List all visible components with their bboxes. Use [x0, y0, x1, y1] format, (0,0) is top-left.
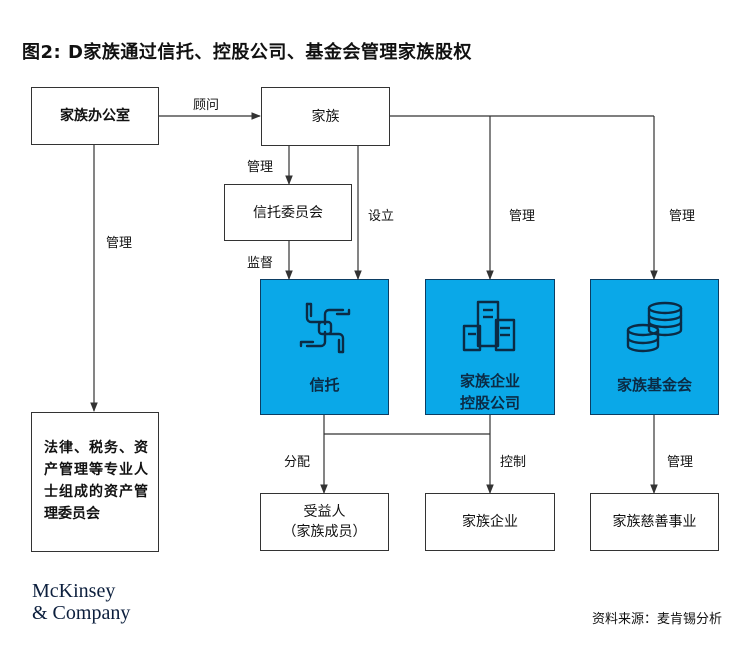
- node-beneficiary: 受益人 （家族成员）: [260, 493, 389, 551]
- node-family: 家族: [261, 87, 390, 146]
- node-trust: 信托: [260, 279, 389, 415]
- edge-label-supervise: 监督: [247, 256, 274, 271]
- node-holding-company: 家族企业 控股公司: [425, 279, 555, 415]
- edge-label-advise: 顾问: [193, 98, 220, 113]
- coins-icon: [623, 296, 687, 360]
- node-holding-label-1: 家族企业: [459, 372, 520, 390]
- node-trust-committee: 信托委员会: [224, 184, 352, 241]
- node-foundation-label: 家族基金会: [616, 376, 692, 394]
- node-family-business: 家族企业: [425, 493, 555, 551]
- hands-icon: [293, 296, 357, 360]
- node-beneficiary-label-1: 受益人: [303, 504, 346, 520]
- node-foundation: 家族基金会: [590, 279, 719, 415]
- node-holding-label-2: 控股公司: [459, 394, 520, 412]
- edge-label-manage-committee: 管理: [247, 160, 274, 175]
- edge-label-manage-philanthropy: 管理: [667, 455, 694, 470]
- edge-label-manage-holding: 管理: [509, 209, 536, 224]
- node-trust-label: 信托: [309, 376, 340, 394]
- node-family-office: 家族办公室: [31, 87, 159, 145]
- logo-line-2: & Company: [32, 602, 131, 624]
- edge-label-control: 控制: [500, 455, 527, 470]
- mckinsey-logo: McKinsey & Company: [32, 580, 130, 624]
- source-note: 资料来源：麦肯锡分析: [591, 612, 722, 627]
- edge-label-distribute: 分配: [284, 455, 311, 470]
- node-professionals: 法律、税务、资产管理等专业人士组成的资产管理委员会: [31, 412, 159, 552]
- logo-line-1: McKinsey: [32, 580, 116, 602]
- node-beneficiary-label-2: （家族成员）: [282, 524, 367, 540]
- page-title: 图2: D家族通过信托、控股公司、基金会管理家族股权: [22, 42, 472, 63]
- buildings-icon: [460, 296, 520, 356]
- edge-label-manage-office: 管理: [106, 236, 133, 251]
- edge-label-establish: 设立: [368, 209, 395, 224]
- edge-label-manage-foundation: 管理: [669, 209, 696, 224]
- node-philanthropy: 家族慈善事业: [590, 493, 719, 551]
